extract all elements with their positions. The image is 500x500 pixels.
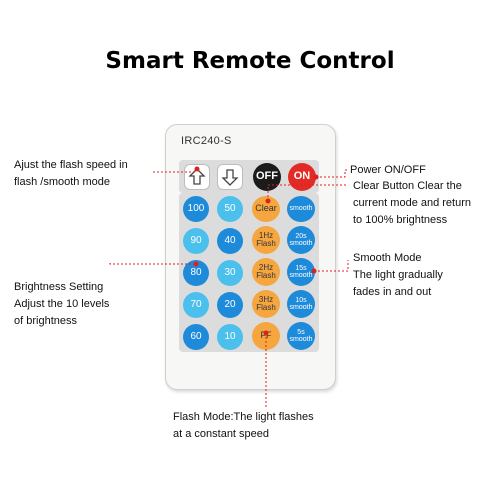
on-button[interactable]: ON: [288, 163, 316, 191]
flash-1hz-button[interactable]: 1Hz Flash: [252, 226, 280, 254]
flash-2hz-rate: 2Hz: [258, 262, 274, 272]
annotation-line: Smooth Mode: [353, 252, 422, 264]
annotation-line: Brightness Setting: [14, 281, 104, 293]
annotation-line: Flash Mode:The light flashes: [173, 411, 314, 423]
smooth-10s-button[interactable]: 10s smooth: [287, 290, 315, 318]
clear-leader-dot: [265, 198, 271, 204]
page-title: Smart Remote Control: [105, 48, 395, 74]
brightness-leader-line: [109, 263, 196, 265]
brightness-40-button[interactable]: 40: [217, 228, 243, 254]
power-leader-dot: [313, 174, 319, 180]
model-label: IRC240-S: [181, 135, 232, 147]
annotation-power: Power ON/OFF: [350, 162, 426, 179]
brightness-90-button[interactable]: 90: [183, 228, 209, 254]
flash-3hz-label: Flash: [256, 303, 276, 312]
annotation-line: of brightness: [14, 315, 77, 327]
brightness-30-button[interactable]: 30: [217, 260, 243, 286]
brightness-20-button[interactable]: 20: [217, 292, 243, 318]
annotation-flash-speed: Ajust the flash speed in flash /smooth m…: [14, 157, 128, 191]
smooth-15s-label: smooth: [289, 272, 313, 279]
brightness-60-button[interactable]: 60: [183, 324, 209, 350]
speed-leader-dot: [194, 166, 200, 172]
annotation-clear: Clear Button Clear the current mode and …: [353, 178, 471, 229]
speed-down-button[interactable]: [217, 164, 243, 190]
smooth-5s-time: 5s: [297, 328, 305, 336]
annotation-smooth: Smooth Mode The light gradually fades in…: [353, 250, 443, 301]
clear-leader-line: [267, 184, 348, 201]
smooth-15s-time: 15s: [295, 264, 307, 272]
annotation-line: Power ON/OFF: [350, 164, 426, 176]
arrow-down-icon: [221, 169, 239, 186]
smooth-10s-time: 10s: [295, 296, 307, 304]
smooth-10s-label: smooth: [289, 304, 313, 311]
smooth-5s-label: smooth: [289, 336, 313, 343]
smooth-20s-button[interactable]: 20s smooth: [287, 226, 315, 254]
smooth-20s-time: 20s: [295, 232, 307, 240]
flash-leader-dot: [263, 330, 269, 336]
arrow-up-icon: [188, 168, 206, 185]
brightness-100-button[interactable]: 100: [183, 196, 209, 222]
annotation-line: flash /smooth mode: [14, 176, 110, 188]
annotation-line: at a constant speed: [173, 428, 270, 440]
smooth-leader-dot: [311, 268, 317, 274]
annotation-flash-mode: Flash Mode:The light flashes at a consta…: [173, 409, 314, 443]
brightness-70-button[interactable]: 70: [183, 292, 209, 318]
annotation-line: Adjust the 10 levels: [14, 298, 110, 310]
flash-1hz-label: Flash: [256, 239, 276, 248]
annotation-line: The light gradually: [353, 269, 443, 281]
flash-2hz-button[interactable]: 2Hz Flash: [252, 258, 280, 286]
power-leader-line: [316, 169, 348, 178]
brightness-leader-dot: [193, 261, 199, 267]
annotation-line: current mode and return: [353, 197, 472, 209]
flash-2hz-label: Flash: [256, 271, 276, 280]
flash-1hz-rate: 1Hz: [258, 230, 274, 240]
flash-3hz-rate: 3Hz: [258, 294, 274, 304]
annotation-line: to 100% brightness: [353, 214, 448, 226]
annotation-line: fades in and out: [353, 286, 432, 298]
smooth-button[interactable]: smooth: [287, 196, 315, 222]
annotation-brightness: Brightness Setting Adjust the 10 levels …: [14, 279, 109, 330]
annotation-line: Clear Button Clear the: [353, 180, 462, 192]
smooth-label: smooth: [289, 205, 313, 213]
smooth-5s-button[interactable]: 5s smooth: [287, 322, 315, 350]
brightness-10-button[interactable]: 10: [217, 324, 243, 350]
brightness-50-button[interactable]: 50: [217, 196, 243, 222]
smooth-20s-label: smooth: [289, 240, 313, 247]
off-button[interactable]: OFF: [253, 163, 281, 191]
smooth-15s-button[interactable]: 15s smooth: [287, 258, 315, 286]
flash-3hz-button[interactable]: 3Hz Flash: [252, 290, 280, 318]
smooth-leader-line: [314, 260, 349, 272]
annotation-line: Ajust the flash speed in: [14, 159, 128, 171]
